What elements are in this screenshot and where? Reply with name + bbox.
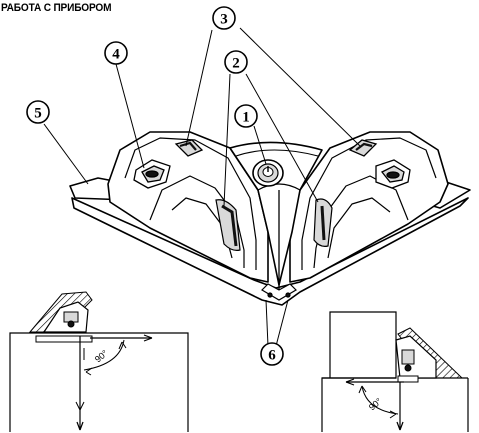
svg-text:4: 4 xyxy=(112,47,120,63)
laser-windows xyxy=(215,198,333,251)
callout-5: 5 xyxy=(26,100,50,124)
bubble-vials xyxy=(133,159,411,189)
page-title: РАБОТА С ПРИБОРОМ xyxy=(1,2,112,14)
left-inset-wall xyxy=(9,332,189,432)
callout-1: 1 xyxy=(234,104,258,128)
svg-text:5: 5 xyxy=(34,106,42,122)
top-apertures xyxy=(174,139,378,157)
svg-text:2: 2 xyxy=(232,56,240,72)
svg-text:6: 6 xyxy=(268,348,276,364)
svg-text:3: 3 xyxy=(220,12,228,28)
bottom-pins xyxy=(261,283,297,301)
svg-text:1: 1 xyxy=(242,110,250,126)
leader-lines xyxy=(43,27,361,347)
callout-3: 3 xyxy=(212,6,236,30)
right-inset xyxy=(321,311,469,432)
left-inset xyxy=(9,291,189,432)
callout-6: 6 xyxy=(260,342,284,366)
device-body xyxy=(69,131,471,306)
right-inset-wall xyxy=(321,311,397,432)
callout-2: 2 xyxy=(224,50,248,74)
callout-4: 4 xyxy=(104,41,128,65)
power-button xyxy=(252,159,284,187)
